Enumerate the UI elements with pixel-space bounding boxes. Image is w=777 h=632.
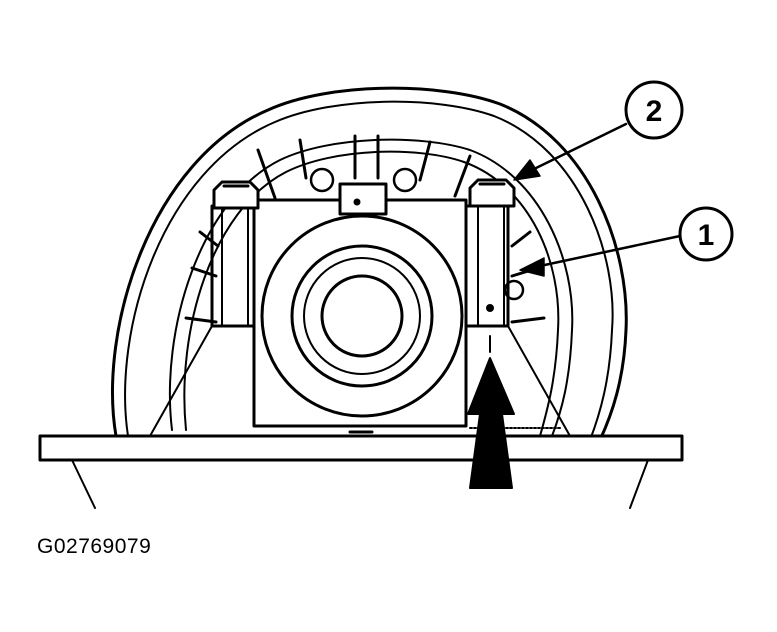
cap-bolt-right — [468, 178, 516, 327]
callout-2: 2 — [624, 80, 684, 140]
callout-2-number: 2 — [646, 95, 663, 128]
callout-2-leader — [513, 122, 628, 181]
callout-1-leader — [519, 234, 682, 277]
crankcase — [71, 459, 649, 509]
callout-1: 1 — [678, 206, 734, 262]
cap-bolt-left — [212, 180, 260, 327]
callout-1-number: 1 — [698, 219, 715, 252]
bearing-bore — [260, 214, 464, 418]
base-plate — [38, 427, 684, 462]
crank-web-outer — [111, 86, 628, 442]
crank-web-holes — [309, 167, 525, 301]
push-arrow — [467, 335, 515, 489]
figure-id-label: G02769079 — [37, 535, 152, 558]
